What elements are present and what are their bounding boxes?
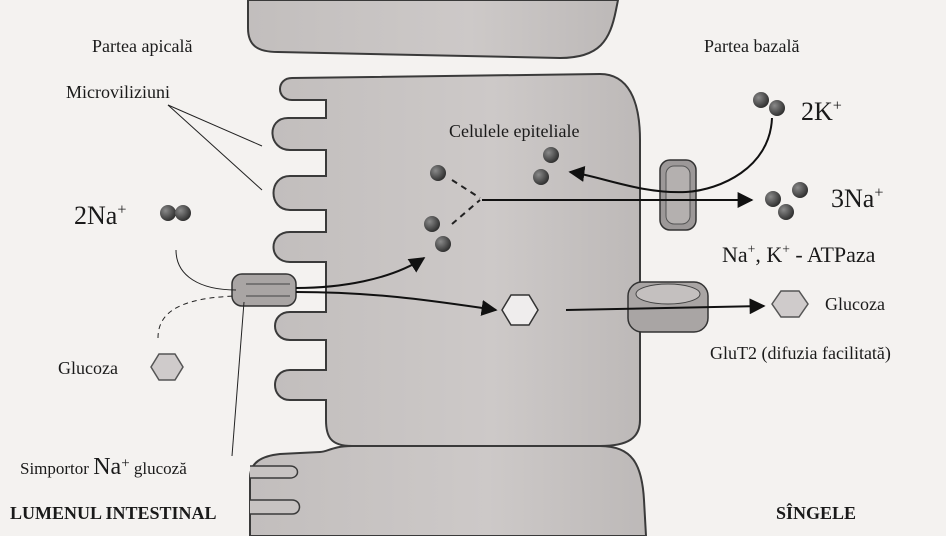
k-ion-coef: 2K — [801, 97, 833, 126]
epithelial-cells-label: Celulele epiteliale — [449, 122, 579, 140]
symporter-entry-curve — [176, 250, 236, 290]
na-ions-lumen — [160, 205, 191, 221]
atpase-name: - ATPaza — [790, 242, 876, 267]
top-neighbor-cell — [248, 0, 618, 58]
glut2-label: GluT2 (difuzia facilitată) — [710, 344, 891, 362]
na-ions-blood — [765, 182, 808, 220]
na2-ion-label: 2Na+ — [74, 203, 126, 229]
basal-label: Partea bazală — [704, 37, 799, 55]
microvilli-pointer-2 — [168, 105, 262, 146]
k-ion-charge: + — [833, 97, 842, 114]
apical-label: Partea apicală — [92, 37, 192, 55]
symporter-suffix: glucoză — [130, 459, 187, 478]
glucose-blood-hexagon — [772, 291, 808, 317]
k-ion-label: 2K+ — [801, 99, 842, 125]
na2-ion-charge: + — [117, 201, 126, 218]
na3-ion-charge: + — [874, 184, 883, 201]
atpase-k-charge: + — [782, 242, 790, 257]
microvilli-label: Microviliziuni — [66, 83, 170, 101]
bottom-neighbor-cell — [250, 446, 646, 536]
atpase-label: Na+, K+ - ATPaza — [722, 244, 875, 266]
glucose-entry-curve — [158, 296, 236, 338]
symporter-label-pointer — [232, 302, 244, 456]
symporter-label: Simportor Na+ glucoză — [20, 455, 187, 479]
na-glucose-symporter — [232, 274, 296, 306]
atpase-na: Na — [722, 242, 748, 267]
na3-ion-label: 3Na+ — [831, 186, 883, 212]
k-ions-blood — [753, 92, 785, 116]
bottom-microvillus-1 — [250, 466, 298, 478]
symporter-prefix: Simportor — [20, 459, 93, 478]
glucose-lumen-label: Glucoza — [58, 359, 118, 377]
blood-label: SÎNGELE — [776, 504, 856, 522]
na3-ion-coef: 3Na — [831, 184, 874, 213]
atpase-k: , K — [755, 242, 782, 267]
symporter-na: Na — [93, 454, 121, 480]
glucose-lumen-hexagon — [151, 354, 183, 380]
bottom-microvillus-2 — [250, 500, 300, 514]
symporter-na-charge: + — [121, 455, 129, 471]
glucose-blood-label: Glucoza — [825, 295, 885, 313]
na2-ion-coef: 2Na — [74, 201, 117, 230]
lumen-label: LUMENUL INTESTINAL — [10, 504, 217, 522]
na-k-atpase-pump — [660, 160, 696, 230]
microvilli-pointer-1 — [168, 105, 262, 190]
